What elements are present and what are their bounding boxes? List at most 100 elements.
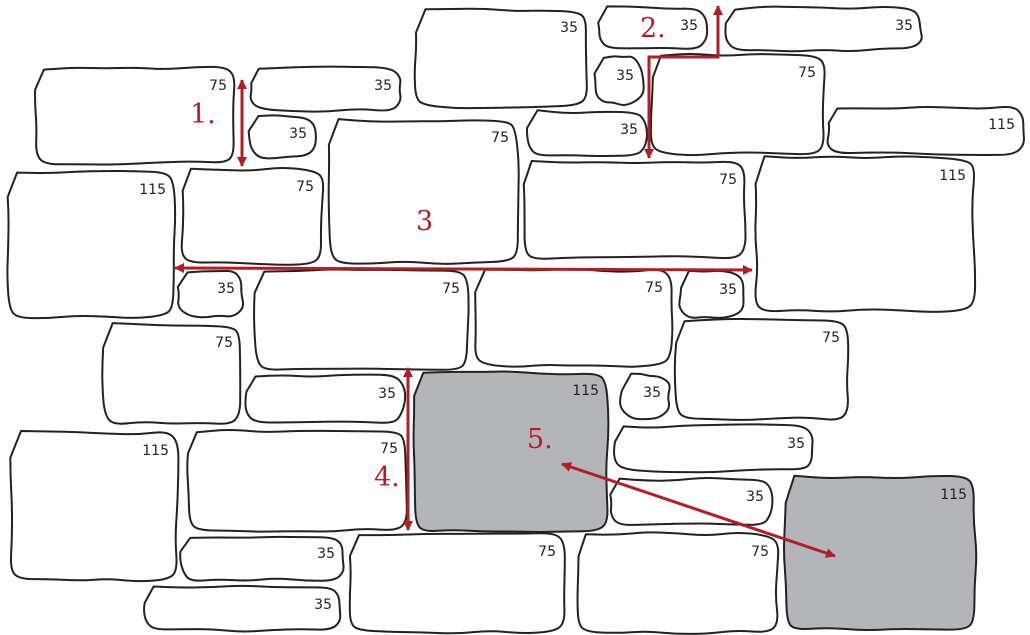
stone-size-label: 75 <box>296 179 314 195</box>
rule-labels: 1. 2. 3 4. 5. <box>190 13 666 493</box>
stone-12: 115 <box>6 169 177 320</box>
stone-size-label: 35 <box>314 597 332 613</box>
stone-size-label: 75 <box>380 441 398 457</box>
stone-size-label: 35 <box>643 385 661 401</box>
rule-5-arrow <box>561 462 836 558</box>
stone-outline <box>526 109 648 157</box>
stone-size-label: 75 <box>442 281 460 297</box>
stone-33: 35 <box>143 584 342 633</box>
stone-size-label: 75 <box>215 335 233 351</box>
rule-2-label: 2. <box>640 13 666 44</box>
stone-23: 115 <box>412 370 610 533</box>
stone-outline <box>9 430 180 583</box>
stone-outline <box>179 535 345 582</box>
stone-outline <box>474 267 674 368</box>
stone-outline <box>619 372 671 421</box>
stone-outline <box>180 167 325 266</box>
stone-outline <box>522 160 747 260</box>
stone-3: 35 <box>247 114 317 160</box>
stone-size-label: 115 <box>139 182 166 198</box>
stone-size-label: 35 <box>746 489 764 505</box>
stone-size-label: 115 <box>940 487 967 503</box>
stone-16: 35 <box>176 269 245 319</box>
stone-7: 75 <box>649 52 826 157</box>
stone-28: 35 <box>609 476 774 526</box>
stone-outline <box>826 105 1025 156</box>
stone-18: 75 <box>474 267 674 368</box>
rule-3-arrow <box>174 263 753 275</box>
stone-21: 75 <box>673 317 850 421</box>
stone-outline <box>413 7 588 110</box>
rule-3-label: 3 <box>416 206 433 237</box>
stone-27: 35 <box>613 423 814 474</box>
stone-29: 115 <box>783 474 978 631</box>
stone-size-label: 35 <box>787 436 805 452</box>
rule-5-label: 5. <box>527 424 553 455</box>
stone-outline <box>754 155 977 313</box>
stone-size-label: 75 <box>645 280 663 296</box>
stone-size-label: 75 <box>209 78 227 94</box>
stone-outline <box>253 268 470 371</box>
stone-24: 35 <box>619 372 671 421</box>
stone-1: 75 <box>34 65 236 166</box>
stone-11: 115 <box>826 105 1025 156</box>
stone-4: 35 <box>413 7 588 110</box>
stone-2: 35 <box>249 65 402 113</box>
stone-size-label: 35 <box>895 18 913 34</box>
stone-outline <box>143 584 342 633</box>
stone-outline <box>247 114 317 160</box>
stone-20: 75 <box>101 322 242 425</box>
stone-outline <box>34 65 236 166</box>
stone-outline <box>576 531 780 635</box>
stone-size-label: 35 <box>616 68 634 84</box>
stone-size-label: 35 <box>317 546 335 562</box>
rule-2-arrow <box>644 5 723 159</box>
rule-1-label: 1. <box>190 99 216 130</box>
stone-size-label: 75 <box>751 544 769 560</box>
stone-32: 75 <box>576 531 780 635</box>
stone-10: 35 <box>526 109 648 157</box>
stone-size-label: 35 <box>620 122 638 138</box>
stone-size-label: 35 <box>719 282 737 298</box>
stone-outline <box>6 169 177 320</box>
stone-14: 75 <box>522 160 747 260</box>
stone-size-label: 35 <box>217 281 235 297</box>
stone-size-label: 35 <box>374 78 392 94</box>
stone-size-label: 35 <box>560 20 578 36</box>
stone-size-label: 35 <box>289 126 307 142</box>
stones-layer: 75 35 35 35 35 35 75 35 75 35 115 115 75 75 115 35 75 75 3… <box>6 5 1025 635</box>
stone-outline <box>348 532 566 635</box>
rule-4-label: 4. <box>374 462 400 493</box>
stone-outline <box>613 423 814 474</box>
stone-size-label: 115 <box>988 117 1015 133</box>
stone-15: 115 <box>754 155 977 313</box>
stone-8: 35 <box>593 55 645 106</box>
stone-31: 75 <box>348 532 566 635</box>
arrows-layer <box>174 5 836 558</box>
stone-size-label: 75 <box>822 330 840 346</box>
stone-outline <box>327 118 520 265</box>
stone-outline <box>673 317 850 421</box>
stone-outline <box>593 55 645 106</box>
stone-6: 35 <box>724 5 923 53</box>
stone-19: 35 <box>678 269 745 319</box>
stone-size-label: 115 <box>572 383 599 399</box>
stone-outline <box>244 373 407 424</box>
stone-13: 75 <box>180 167 325 266</box>
stone-size-label: 35 <box>680 18 698 34</box>
stone-9: 75 <box>327 118 520 265</box>
stone-size-label: 115 <box>142 443 169 459</box>
stone-size-label: 75 <box>719 172 737 188</box>
stone-25: 115 <box>9 430 180 583</box>
stone-size-label: 35 <box>378 386 396 402</box>
stone-size-label: 75 <box>538 544 556 560</box>
stone-outline <box>101 322 242 425</box>
stone-22: 35 <box>244 373 407 424</box>
stone-size-label: 115 <box>939 168 966 184</box>
stone-outline <box>249 65 402 113</box>
stone-30: 35 <box>179 535 345 582</box>
stone-size-label: 75 <box>798 65 816 81</box>
stone-size-label: 75 <box>491 130 509 146</box>
stone-outline <box>724 5 923 53</box>
